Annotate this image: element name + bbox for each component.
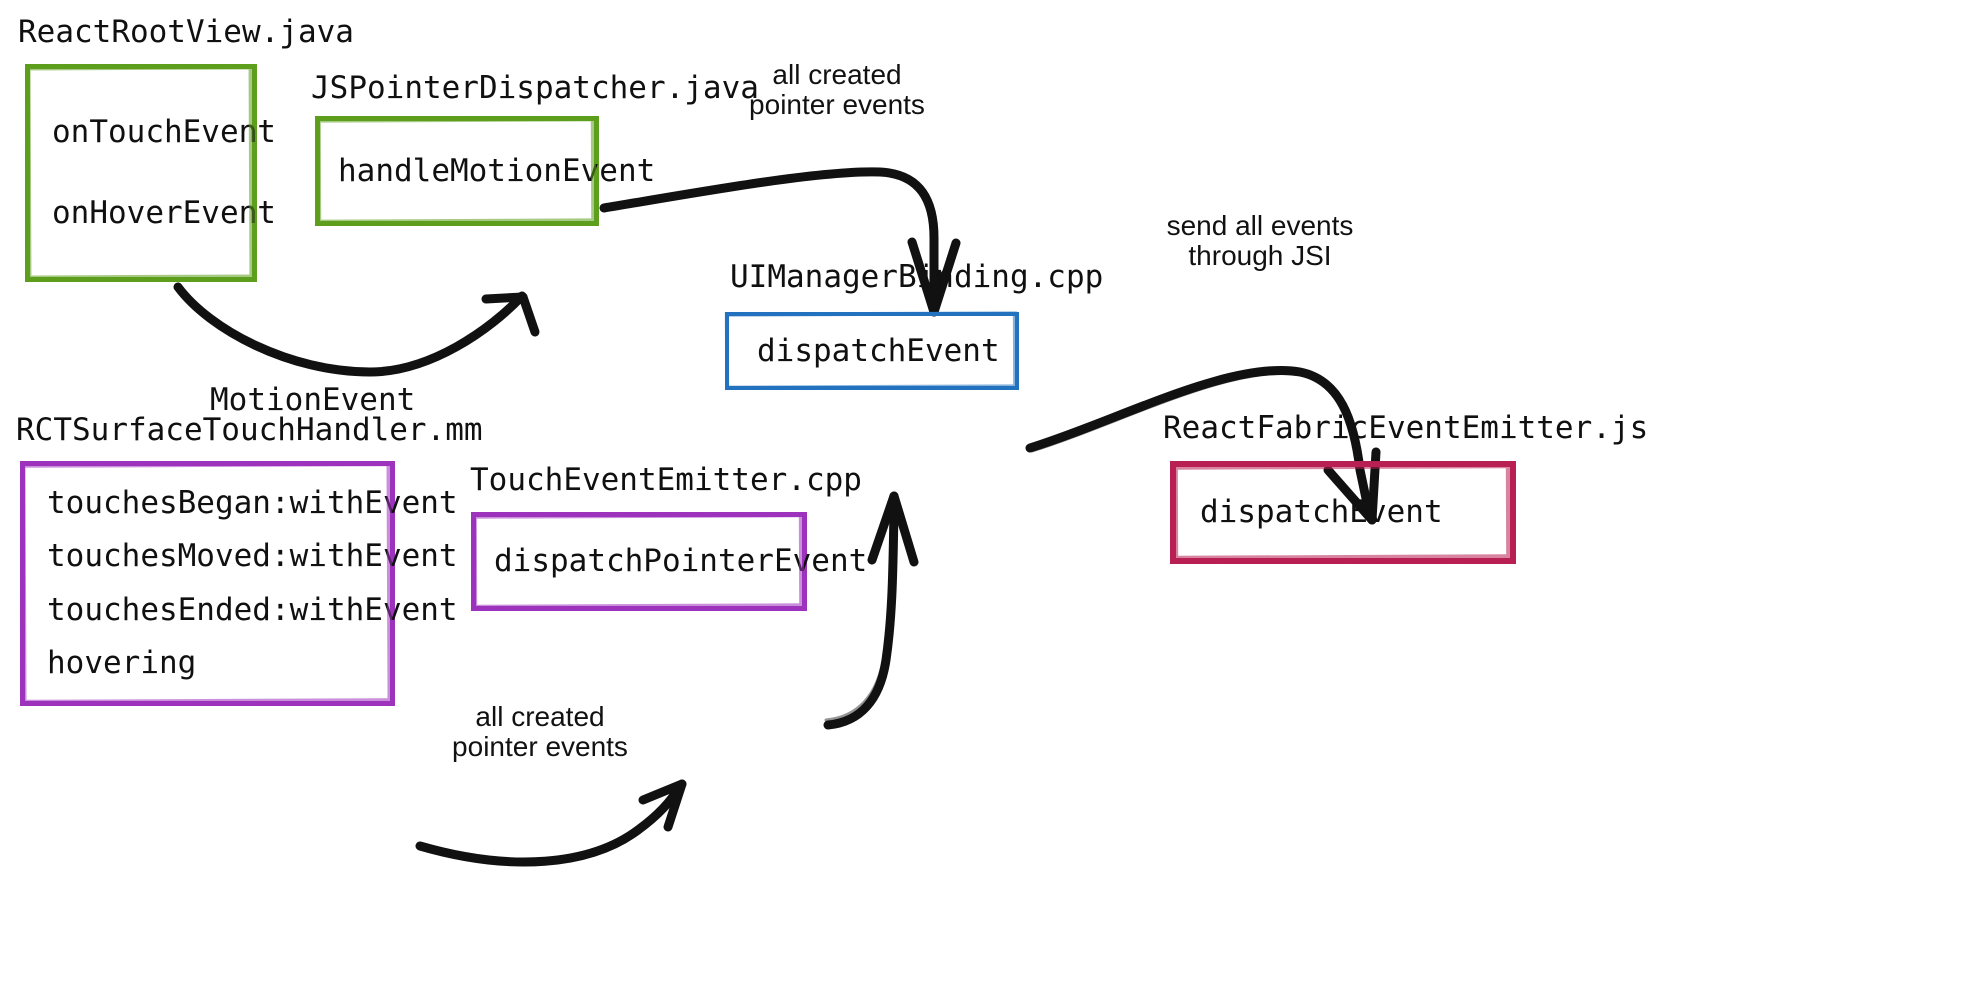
edge-label-jsi-bridge: send all events through JSI [1166, 210, 1354, 272]
node-items-touch-event-emitter: dispatchPointerEvent [476, 517, 868, 606]
arrow-motion-event [173, 282, 540, 377]
edge-label-android-pointer-events: all created pointer events [749, 59, 925, 121]
arrow-ios-pointer-events [415, 779, 687, 867]
node-box-react-fabric-event-emitter[interactable]: dispatchEvent [1170, 461, 1516, 564]
node-item: handleMotionEvent [338, 152, 656, 189]
node-item: touchesEnded:withEvent [47, 591, 458, 628]
node-title-ui-manager-binding: UIManagerBinding.cpp [730, 259, 1104, 295]
node-title-react-fabric-event-emitter: ReactFabricEventEmitter.js [1163, 410, 1649, 446]
node-title-rct-surface-touch-handler: RCTSurfaceTouchHandler.mm [16, 412, 483, 448]
edge-label-motion-event: MotionEvent [210, 382, 416, 418]
node-item: touchesMoved:withEvent [47, 538, 458, 575]
arrow-emitter-to-binding [823, 491, 919, 730]
node-item: dispatchPointerEvent [494, 543, 868, 579]
node-items-react-root-view: onTouchEvent onHoverEvent [30, 69, 276, 277]
node-items-rct-surface-touch-handler: touchesBegan:withEvent touchesMoved:with… [25, 466, 458, 701]
node-item: dispatchEvent [1200, 494, 1443, 530]
node-box-touch-event-emitter[interactable]: dispatchPointerEvent [471, 512, 868, 611]
node-item: dispatchEvent [757, 332, 1000, 369]
node-item: hovering [47, 644, 197, 681]
node-title-react-root-view: ReactRootView.java [18, 14, 354, 50]
node-item: onHoverEvent [52, 195, 276, 231]
node-box-react-root-view[interactable]: onTouchEvent onHoverEvent [25, 64, 276, 282]
node-title-js-pointer-dispatcher: JSPointerDispatcher.java [311, 70, 759, 106]
node-items-react-fabric-event-emitter: dispatchEvent [1176, 467, 1510, 558]
node-item: onTouchEvent [52, 114, 276, 150]
edge-label-ios-pointer-events: all created pointer events [452, 701, 628, 763]
node-items-js-pointer-dispatcher: handleMotionEvent [320, 121, 656, 221]
node-items-ui-manager-binding: dispatchEvent [729, 316, 1015, 386]
node-box-rct-surface-touch-handler[interactable]: touchesBegan:withEvent touchesMoved:with… [20, 461, 458, 706]
node-box-js-pointer-dispatcher[interactable]: handleMotionEvent [315, 116, 656, 226]
node-item: touchesBegan:withEvent [47, 485, 458, 522]
node-title-touch-event-emitter: TouchEventEmitter.cpp [470, 462, 862, 498]
node-box-ui-manager-binding[interactable]: dispatchEvent [725, 312, 1019, 390]
